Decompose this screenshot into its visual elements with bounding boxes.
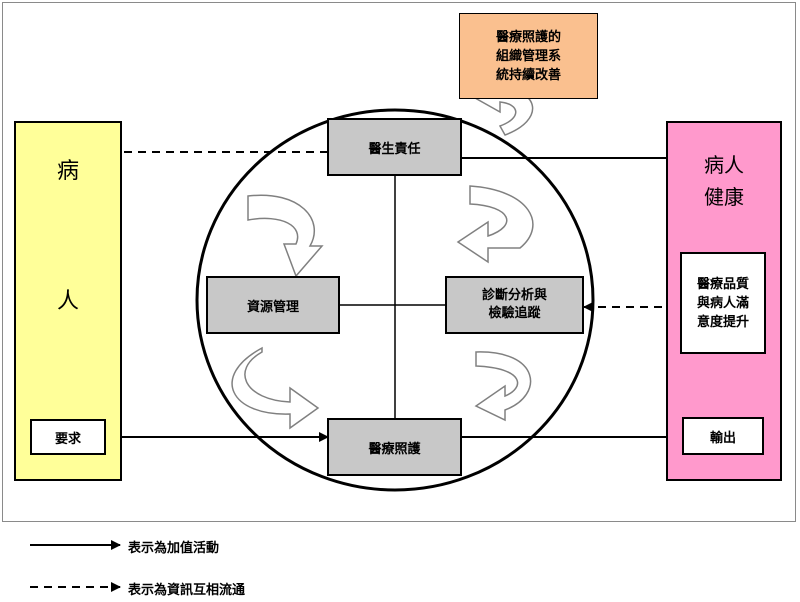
diagram-frame	[2, 2, 796, 522]
legend-dashed-text: 表示為資訊互相流通	[128, 583, 246, 598]
patient-char-1: 病	[56, 159, 79, 184]
quality-line-1: 醫療品質	[696, 276, 749, 292]
request-box: 要求	[30, 419, 106, 455]
diagnosis-line-2: 檢驗追蹤	[488, 306, 541, 321]
improvement-box: 醫療照護的 組織管理系 統持續改善	[459, 13, 598, 99]
quality-line-3: 意度提升	[696, 314, 749, 330]
quality-line-2: 與病人滿	[696, 295, 749, 311]
diagnosis-line-1: 診斷分析與	[481, 288, 547, 303]
legend-solid-text: 表示為加值活動	[128, 541, 220, 556]
cycle-arrow-bottom-right	[474, 351, 532, 422]
cycle-arrow-top-left	[247, 194, 324, 278]
diagnosis-box: 診斷分析與 檢驗追蹤	[445, 276, 584, 334]
resource-management-box: 資源管理	[206, 276, 340, 334]
cycle-arrow-top-right	[456, 185, 534, 264]
doctor-responsibility-box: 醫生責任	[327, 118, 462, 176]
improvement-line-3: 統持續改善	[495, 67, 561, 83]
cycle-arrow-bottom-left	[231, 346, 320, 430]
health-line-2: 健康	[704, 185, 744, 209]
health-line-1: 病人	[704, 153, 744, 177]
improvement-line-2: 組織管理系	[495, 48, 561, 64]
improvement-line-1: 醫療照護的	[495, 29, 561, 45]
patient-char-2: 人	[56, 289, 79, 314]
medical-care-box: 醫療照護	[327, 418, 462, 476]
process-circle	[195, 108, 595, 492]
quality-box: 醫療品質 與病人滿 意度提升	[680, 252, 766, 354]
output-box: 輸出	[682, 417, 764, 455]
